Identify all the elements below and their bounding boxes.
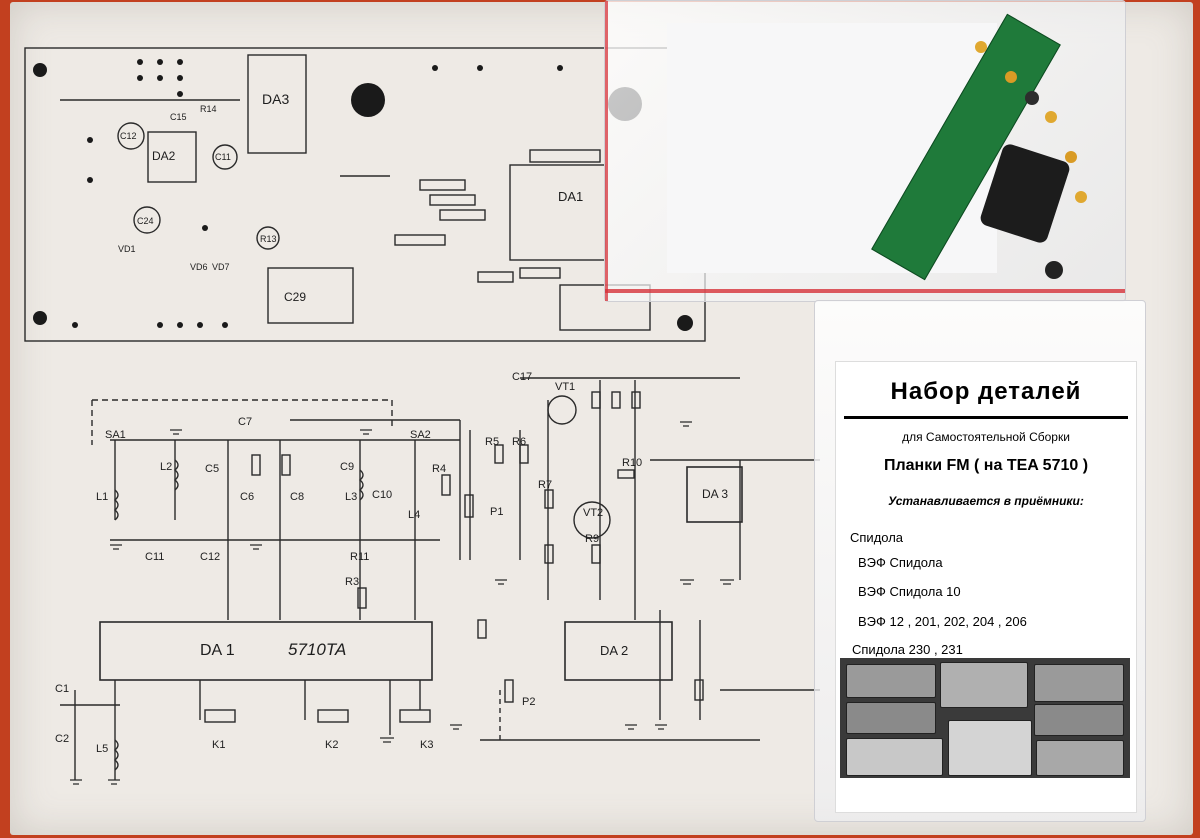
- ceramic-capacitor: [975, 41, 987, 53]
- pcb-label-c24: C24: [137, 216, 154, 226]
- label-c12: C12: [200, 551, 220, 563]
- pcb-label-vd7: VD7: [212, 262, 230, 272]
- radio-photos: [840, 658, 1130, 778]
- model-item: ВЭФ Спидола: [858, 555, 943, 570]
- radio-photo: [948, 720, 1032, 776]
- transistor: [1025, 91, 1039, 105]
- da2-chip: [564, 621, 673, 681]
- model-item: ВЭФ 12 , 201, 202, 204 , 206: [858, 614, 1027, 629]
- label-r7: R7: [538, 479, 552, 491]
- ceramic-capacitor: [1065, 151, 1077, 163]
- da1-block: [509, 164, 606, 261]
- radio-photo: [1036, 740, 1124, 776]
- chip-da1-marking: 5710TA: [288, 640, 346, 659]
- label-c9: C9: [340, 461, 354, 473]
- label-c2: C2: [55, 733, 69, 745]
- label-p2: P2: [522, 696, 535, 708]
- title-divider: [844, 416, 1128, 419]
- label-c11: C11: [145, 551, 164, 563]
- bag-seam: [605, 1, 608, 301]
- ceramic-capacitor: [1045, 111, 1057, 123]
- ceramic-capacitor: [1075, 191, 1087, 203]
- label-sa1: SA1: [105, 429, 126, 441]
- label-l4: L4: [408, 509, 420, 521]
- label-c10: C10: [372, 489, 392, 501]
- pcb-label-vd1: VD1: [118, 244, 136, 254]
- label-l1: L1: [96, 491, 108, 503]
- bag-zip-lock: [605, 289, 1125, 293]
- label-r11: R11: [350, 551, 369, 563]
- label-r3: R3: [345, 576, 359, 588]
- da1-chip: [99, 621, 433, 681]
- kit-title: Набор деталей: [890, 378, 1082, 405]
- label-r4: R4: [432, 463, 446, 475]
- pcb-label-c29: C29: [284, 290, 306, 304]
- chip-da2-label: DA 2: [600, 643, 628, 658]
- pcb-label-c11: C11: [215, 152, 231, 162]
- pcb-label-r14: R14: [200, 104, 217, 114]
- da3-chip: [686, 466, 743, 523]
- label-r6: R6: [512, 436, 526, 448]
- label-l5: L5: [96, 743, 108, 755]
- pcb-label-da2: DA2: [152, 149, 176, 163]
- label-c8: C8: [290, 491, 304, 503]
- kit-subtitle: для Самостоятельной Сборки: [902, 430, 1070, 444]
- label-c5: C5: [205, 463, 219, 475]
- model-item: Спидола 230 , 231: [852, 642, 963, 657]
- kit-label-card: Набор деталей для Самостоятельной Сборки…: [835, 361, 1137, 813]
- label-r5: R5: [485, 436, 499, 448]
- label-k3: K3: [420, 739, 433, 751]
- label-vt1: VT1: [555, 381, 575, 393]
- radio-photo: [846, 702, 936, 734]
- chip-da3-label: DA 3: [702, 487, 728, 501]
- radio-photo: [846, 664, 936, 698]
- label-c6: C6: [240, 491, 254, 503]
- radio-photo: [846, 738, 943, 776]
- pcb-label-da1: DA1: [558, 189, 583, 204]
- pcb-label-da3: DA3: [262, 91, 289, 107]
- label-l3: L3: [345, 491, 357, 503]
- pcb-label-c12: C12: [120, 131, 137, 141]
- model-item: Спидола: [850, 530, 904, 545]
- c29-block: [267, 267, 354, 324]
- chip-da1-label: DA 1: [200, 642, 235, 659]
- kit-install-note: Устанавливается в приёмники:: [888, 494, 1084, 508]
- parts-bag-label: Набор деталей для Самостоятельной Сборки…: [814, 300, 1146, 822]
- model-item: ВЭФ Спидола 10: [858, 584, 961, 599]
- label-sa2: SA2: [410, 429, 431, 441]
- da2-block: [147, 131, 197, 183]
- kit-product-name: Планки FM ( на TEA 5710 ): [883, 457, 1089, 474]
- label-l2: L2: [160, 461, 172, 473]
- label-c7: C7: [238, 416, 252, 428]
- label-p1: P1: [490, 506, 503, 518]
- label-vt2: VT2: [583, 507, 603, 519]
- pcb-label-r13: R13: [260, 234, 277, 244]
- label-c17: C17: [512, 371, 532, 383]
- radio-photo: [940, 662, 1028, 708]
- transistor: [1045, 261, 1063, 279]
- parts-bag-top: [604, 0, 1126, 302]
- label-c1: C1: [55, 683, 69, 695]
- label-r9: R9: [585, 533, 599, 545]
- ceramic-capacitor: [1005, 71, 1017, 83]
- radio-photo: [1034, 704, 1124, 736]
- pcb-label-vd6: VD6: [190, 262, 208, 272]
- pcb-label-c15: C15: [170, 112, 187, 122]
- radio-photo: [1034, 664, 1124, 702]
- label-r10: R10: [622, 457, 642, 469]
- label-k2: K2: [325, 739, 338, 751]
- da3-block: [247, 54, 307, 154]
- label-k1: K1: [212, 739, 225, 751]
